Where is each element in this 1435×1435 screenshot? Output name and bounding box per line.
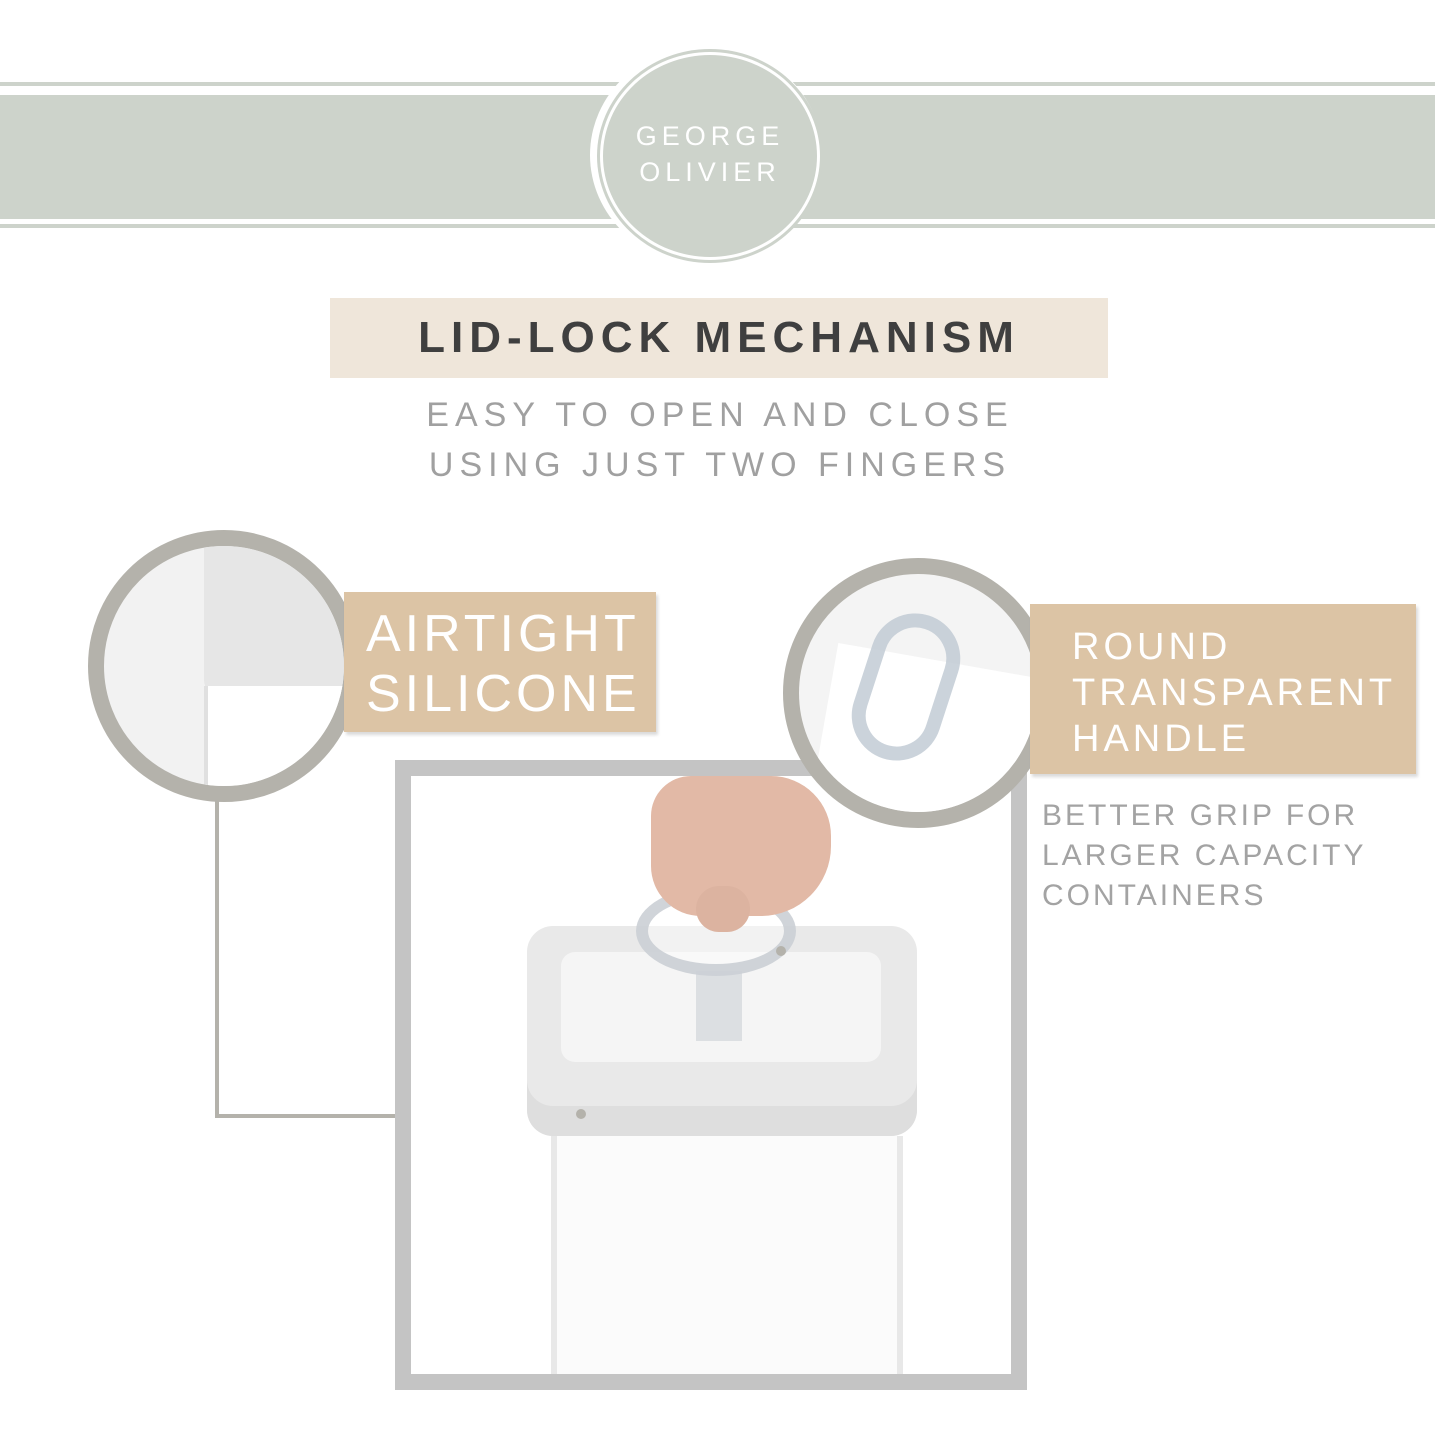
silicone-label-line-1: AIRTIGHT [366,605,640,663]
connector-left-vertical [215,800,219,1118]
handle-zoom-circle [783,558,1053,828]
handle-label-text: ROUND TRANSPARENT HANDLE [1072,624,1412,762]
silicone-label-line-2: SILICONE [366,665,641,723]
subtitle: EASY TO OPEN AND CLOSE USING JUST TWO FI… [300,390,1140,490]
container-body [551,1136,903,1374]
subtitle-line-1: EASY TO OPEN AND CLOSE [426,396,1014,434]
handle-note-line-2: LARGER CAPACITY [1042,839,1367,872]
brand-logo [600,52,820,260]
handle-note-line-3: CONTAINERS [1042,879,1267,912]
silicone-label-text: AIRTIGHT SILICONE [366,604,656,724]
brand-line-1: GEORGE [635,121,785,151]
page-title: LID-LOCK MECHANISM [418,313,1020,362]
brand-line-2: OLIVIER [639,157,781,187]
handle-label-line-3: HANDLE [1072,718,1251,760]
handle-note-line-1: BETTER GRIP FOR [1042,799,1359,832]
handle-label [1030,604,1416,774]
zoom-lid-detail [204,546,344,696]
connector-right-dot [776,946,786,956]
silicone-label [344,592,656,732]
subtitle-line-2: USING JUST TWO FINGERS [428,446,1012,484]
handle-label-line-1: ROUND [1072,626,1232,668]
zoom-body-detail [204,686,344,786]
handle-label-line-2: TRANSPARENT [1072,672,1397,714]
product-photo-frame [395,760,1027,1390]
title-banner [330,298,1108,378]
connector-left-dot [576,1109,586,1119]
finger-image [696,886,750,932]
silicone-zoom-circle [88,530,360,802]
brand-logo-text: GEORGE OLIVIER [600,118,820,190]
handle-stem [696,971,742,1041]
handle-note: BETTER GRIP FOR LARGER CAPACITY CONTAINE… [1042,796,1422,916]
